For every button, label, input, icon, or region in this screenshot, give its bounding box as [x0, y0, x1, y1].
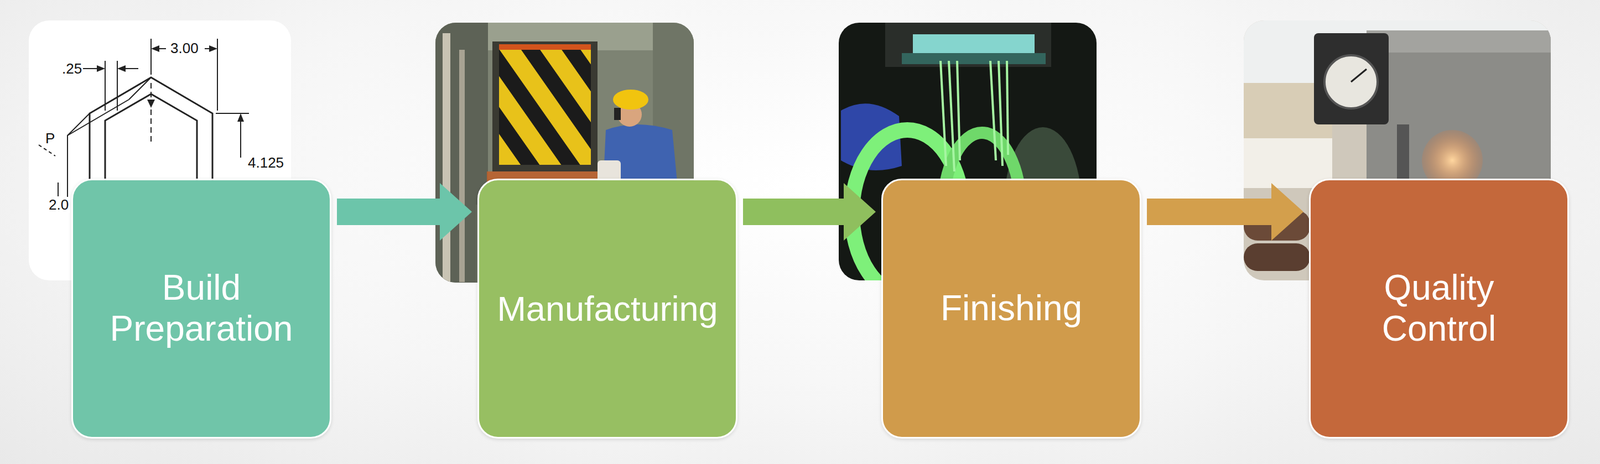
- dimension-label: .25: [60, 60, 83, 77]
- dimension-label: 4.125: [246, 154, 285, 171]
- step-label: Build Preparation: [89, 267, 314, 350]
- process-box: Manufacturing: [477, 178, 738, 439]
- dimension-label: 3.00: [169, 40, 200, 57]
- flow-arrow: [743, 183, 876, 241]
- flow-arrow: [336, 183, 472, 241]
- step-label: Finishing: [899, 288, 1124, 330]
- step-label: Manufacturing: [495, 288, 720, 329]
- dimension-label: 2.0: [47, 196, 70, 214]
- process-box: Build Preparation: [71, 178, 332, 439]
- step-label: Quality Control: [1327, 267, 1551, 350]
- process-box: Quality Control: [1308, 178, 1570, 439]
- flow-arrow: [1146, 183, 1304, 241]
- process-box: Finishing: [881, 178, 1142, 439]
- dimension-label: P: [44, 130, 56, 147]
